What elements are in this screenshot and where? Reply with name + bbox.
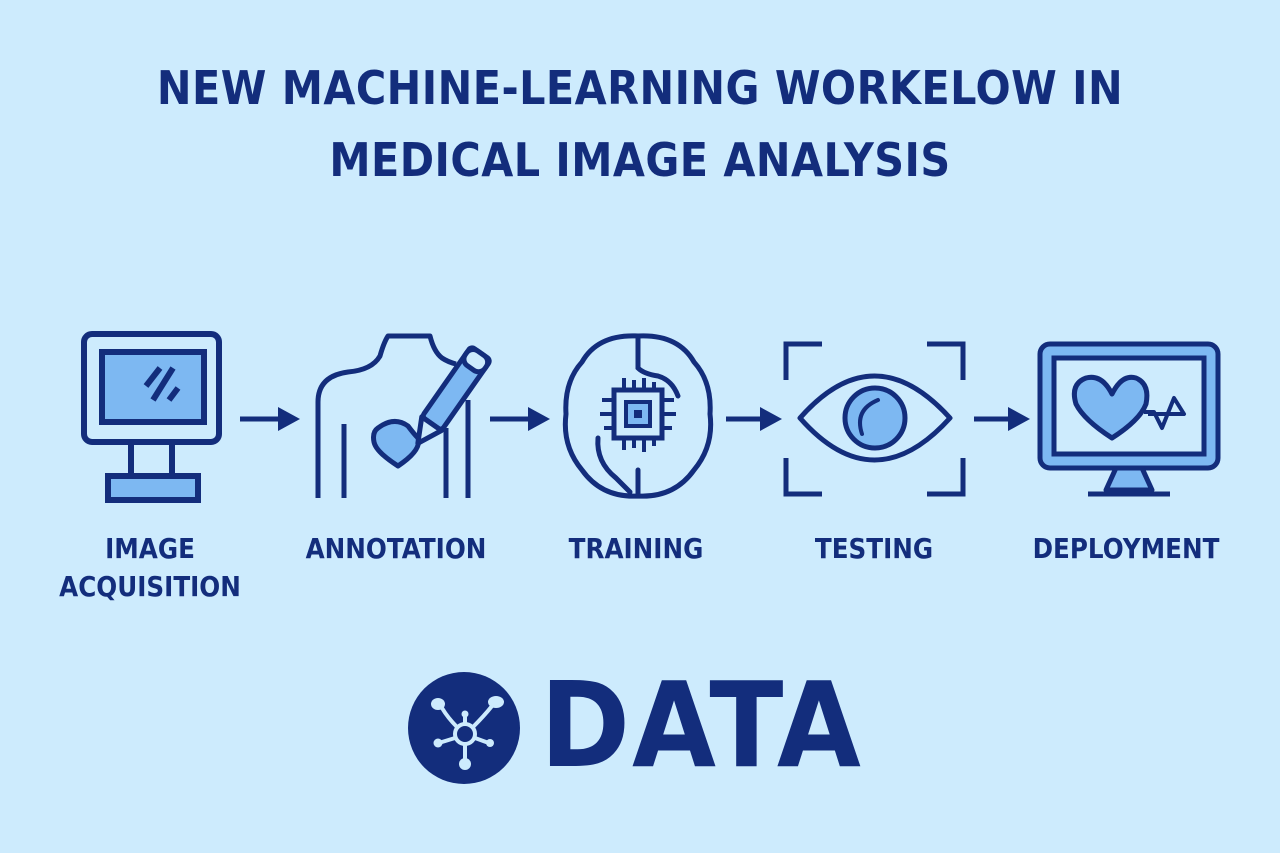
body-annotation-pencil-icon (315, 333, 492, 498)
step-label-testing: TESTING (768, 530, 979, 568)
step-label-training: TRAINING (530, 530, 741, 568)
network-molecule-icon (408, 672, 520, 784)
arrow-right-icon (726, 407, 782, 431)
arrow-right-icon (974, 407, 1030, 431)
title-line-1: NEW MACHINE-LEARNING WORKELOW IN (156, 61, 1124, 115)
label-line-1: TESTING (814, 532, 934, 565)
eye-scan-icon (783, 341, 966, 497)
footer-data-wordmark: DATA (540, 656, 863, 794)
step-label-deployment: DEPLOYMENT (1020, 530, 1231, 568)
monitor-heart-icon (1037, 341, 1221, 497)
label-line-1: DEPLOYMENT (1032, 532, 1220, 565)
computer-monitor-icon (81, 331, 222, 503)
step-label-annotation: ANNOTATION (290, 530, 501, 568)
brain-chip-icon (562, 333, 714, 499)
title-line-2: MEDICAL IMAGE ANALYSIS (329, 133, 951, 187)
label-line-1: TRAINING (568, 532, 704, 565)
arrow-right-icon (490, 407, 550, 431)
diagram-title: NEW MACHINE-LEARNING WORKELOW IN MEDICAL… (64, 52, 1216, 196)
arrow-right-icon (240, 407, 300, 431)
label-line-1: ANNOTATION (305, 532, 487, 565)
label-line-2: ACQUISITION (59, 570, 241, 603)
step-label-image-acquisition: IMAGE ACQUISITION (44, 530, 255, 606)
label-line-1: IMAGE (105, 532, 195, 565)
